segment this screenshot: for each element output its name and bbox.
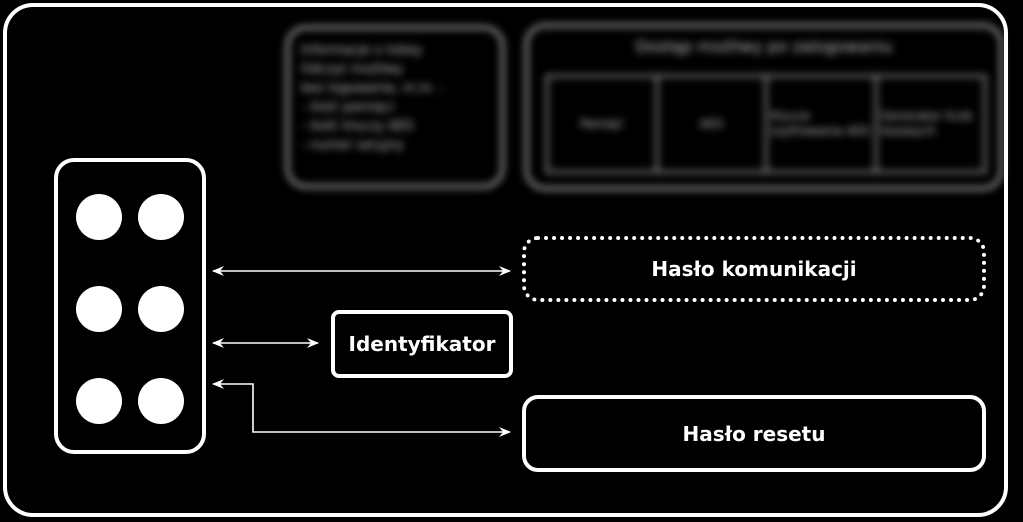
catalog-cell-aes-keys: Klucze szyfrowania AES — [767, 77, 877, 171]
token-device — [54, 158, 206, 454]
token-button-1[interactable] — [76, 194, 122, 240]
info-line: Odczyt możliwy — [301, 62, 404, 77]
communication-password-label: Hasło komunikacji — [651, 257, 857, 281]
token-button-5[interactable] — [76, 378, 122, 424]
token-info-panel: Informacje o tokey Odczyt możliwy bez lo… — [286, 26, 504, 188]
token-button-6[interactable] — [138, 378, 184, 424]
info-line: - numer seryjny — [301, 138, 404, 153]
communication-password-box: Hasło komunikacji — [522, 236, 986, 302]
info-line: - ilość pamięci — [301, 100, 395, 115]
token-button-2[interactable] — [138, 194, 184, 240]
token-button-4[interactable] — [138, 286, 184, 332]
catalog-cell-aes: AES — [658, 77, 767, 171]
reset-password-box: Hasło resetu — [522, 395, 986, 472]
catalog-panel: Dostęp możliwy po zalogowaniu Pamięć AES… — [525, 24, 1003, 190]
catalog-cell-rng: Generator liczb losowych — [880, 109, 973, 138]
info-line: - ilość kluczy AES — [301, 119, 414, 134]
arrow-reset — [212, 379, 511, 437]
reset-password-label: Hasło resetu — [682, 421, 826, 446]
info-line: bez logowania, m.in. : — [301, 81, 444, 96]
catalog-cell-memory: Pamięć — [548, 77, 658, 171]
identifier-label: Identyfikator — [348, 332, 496, 356]
token-button-3[interactable] — [76, 286, 122, 332]
identifier-box: Identyfikator — [331, 310, 513, 378]
info-line: Informacje o tokey — [301, 43, 423, 58]
outer-frame — [3, 3, 1008, 517]
catalog-cells: Pamięć AES Klucze szyfrowania AES Genera… — [546, 75, 986, 173]
catalog-title: Dostęp możliwy po zalogowaniu — [635, 37, 893, 56]
